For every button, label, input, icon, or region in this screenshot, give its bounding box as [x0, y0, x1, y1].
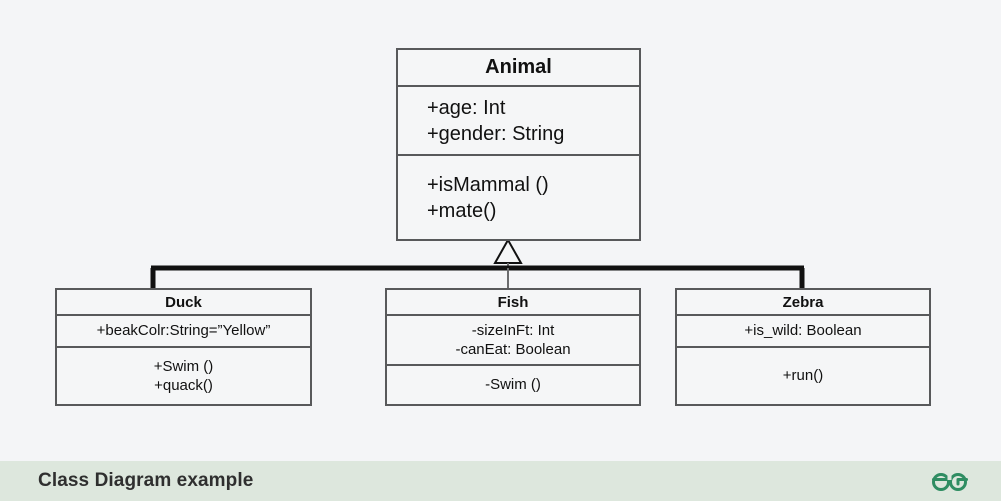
uml-class-zebra-attributes: +is_wild: Boolean — [677, 316, 929, 346]
footer-caption: Class Diagram example — [38, 470, 254, 491]
uml-class-fish-attributes: -sizeInFt: Int -canEat: Boolean — [387, 316, 639, 364]
geeksforgeeks-logo — [927, 469, 973, 493]
uml-class-duck-name: Duck — [57, 290, 310, 316]
uml-operation: +Swim () — [153, 357, 214, 375]
uml-attribute: -sizeInFt: Int — [471, 321, 555, 339]
uml-attribute: -canEat: Boolean — [455, 341, 571, 358]
uml-operation: +mate() — [427, 199, 497, 222]
uml-class-zebra-name: Zebra — [677, 290, 929, 316]
uml-operation: -Swim () — [485, 376, 541, 394]
uml-attribute: +is_wild: Boolean — [744, 322, 862, 340]
uml-class-duck[interactable]: Duck +beakColr:String=”Yellow” +Swim () … — [55, 288, 312, 406]
uml-class-zebra[interactable]: Zebra +is_wild: Boolean +run() — [675, 288, 931, 406]
uml-class-duck-operations: +Swim () +quack() — [57, 346, 310, 404]
uml-attribute: +gender: String — [427, 122, 565, 145]
uml-class-animal-operations: +isMammal () +mate() — [398, 154, 639, 239]
class-diagram-canvas: Animal +age: Int +gender: String +isMamm… — [55, 48, 931, 406]
uml-class-fish[interactable]: Fish -sizeInFt: Int -canEat: Boolean -Sw… — [385, 288, 641, 406]
footer-bar: Class Diagram example — [0, 461, 1001, 501]
uml-operation: +quack() — [154, 377, 213, 394]
uml-class-duck-attributes: +beakColr:String=”Yellow” — [57, 316, 310, 346]
uml-operation: +run() — [782, 367, 824, 385]
uml-class-animal-attributes: +age: Int +gender: String — [398, 87, 639, 154]
uml-operation: +isMammal () — [427, 173, 549, 196]
uml-class-fish-operations: -Swim () — [387, 364, 639, 404]
uml-class-fish-name: Fish — [387, 290, 639, 316]
uml-class-animal[interactable]: Animal +age: Int +gender: String +isMamm… — [396, 48, 641, 241]
uml-class-animal-name: Animal — [398, 50, 639, 87]
uml-attribute: +age: Int — [427, 96, 506, 119]
generalization-arrowhead — [493, 237, 523, 264]
uml-attribute: +beakColr:String=”Yellow” — [96, 322, 271, 340]
uml-class-zebra-operations: +run() — [677, 346, 929, 404]
geeksforgeeks-logo-icon — [932, 473, 968, 491]
